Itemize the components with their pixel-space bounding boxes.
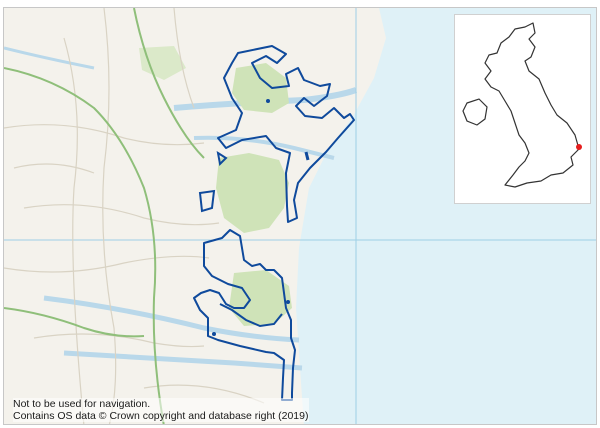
estuary: [43, 295, 300, 343]
site-boundary-inner[interactable]: [219, 303, 283, 328]
site-boundary-fragment[interactable]: [304, 151, 310, 161]
great-britain-outline: [484, 22, 580, 188]
navigation-disclaimer: Not to be used for navigation.: [13, 398, 151, 410]
red-dot-marker: [576, 144, 582, 150]
woodland: [216, 153, 289, 233]
map-viewport[interactable]: Not to be used for navigation. Contains …: [3, 7, 597, 425]
woodland: [139, 46, 186, 80]
woodland: [229, 270, 292, 326]
minor-roads: [4, 8, 265, 424]
site-boundary-north[interactable]: [217, 45, 355, 223]
estuary: [4, 46, 95, 70]
site-boundary-south[interactable]: [193, 229, 296, 401]
northern-ireland-outline: [462, 98, 488, 126]
uk-locator-map-icon: [462, 22, 582, 188]
site-point: [286, 300, 290, 304]
estuary: [63, 350, 303, 371]
woodland: [232, 63, 289, 113]
copyright-notice: Contains OS data © Crown copyright and d…: [13, 410, 309, 422]
estuary: [173, 87, 357, 111]
site-boundary-fragment[interactable]: [216, 150, 228, 167]
major-roads: [4, 8, 205, 424]
site-boundary-fragment[interactable]: [198, 189, 216, 213]
map-caption: Not to be used for navigation. Contains …: [13, 398, 309, 422]
uk-locator-map: [454, 14, 591, 204]
site-point: [212, 332, 216, 336]
site-point: [266, 99, 270, 103]
